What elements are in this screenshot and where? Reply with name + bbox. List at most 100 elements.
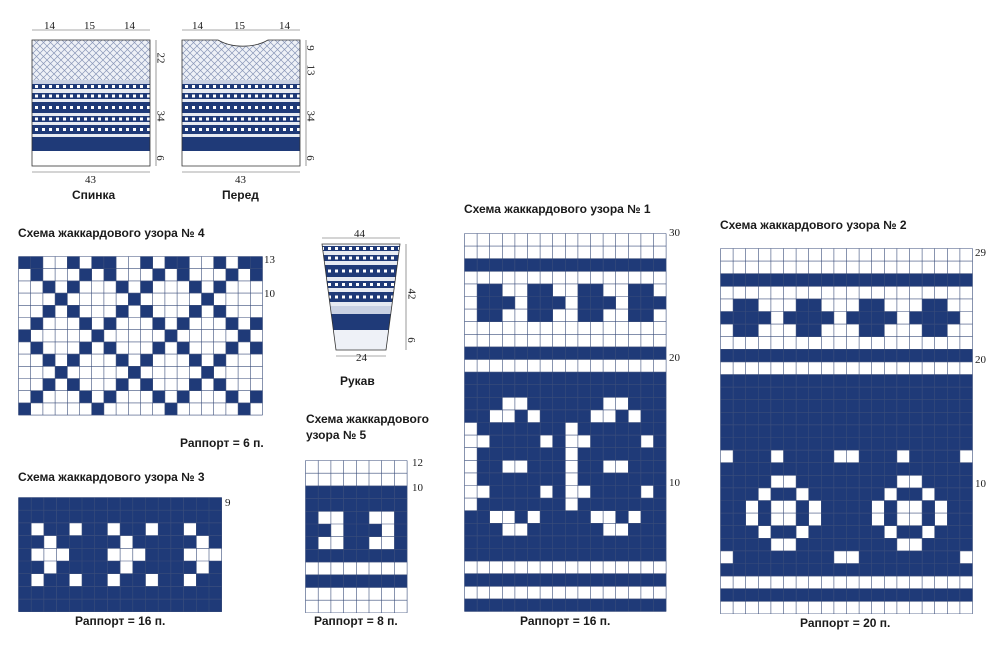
chart5-stitch: [394, 511, 408, 524]
chart2-stitch: [884, 588, 897, 602]
chart1-stitch: [640, 296, 654, 310]
chart5-stitch: [343, 536, 357, 550]
chart1-stitch: [502, 372, 515, 385]
chart2-stitch: [758, 475, 771, 488]
chart2-stitch: [884, 563, 897, 577]
chart2-grid: [720, 248, 973, 615]
chart1-stitch: [477, 460, 490, 473]
chart1-stitch: [489, 283, 503, 297]
chart5-stitch: [343, 574, 357, 588]
chart1-stitch: [628, 447, 641, 461]
chart2-stitch: [770, 563, 784, 577]
chart1-stitch: [628, 422, 641, 436]
chart2-stitch: [808, 525, 822, 539]
chart4-stitch: [238, 402, 251, 416]
chart3-stitch: [43, 586, 57, 600]
chart1-stitch: [477, 523, 490, 536]
chart2-stitch: [745, 550, 759, 564]
chart1-stitch: [464, 258, 478, 272]
chart2-stitch: [796, 273, 809, 287]
chart2-stitch: [959, 500, 973, 514]
pattern-band: [182, 99, 300, 102]
chart5-stitch: [356, 574, 369, 588]
chart1-stitch: [628, 485, 641, 499]
chart3-stitch: [132, 522, 146, 536]
chart1-stitch: [590, 573, 604, 587]
chart1-stitch: [552, 447, 566, 461]
chart2-stitch: [896, 399, 910, 413]
chart2-stitch: [745, 273, 759, 287]
chart1-stitch: [489, 397, 503, 410]
chart3-stitch: [132, 510, 146, 523]
chart4-stitch: [67, 354, 80, 367]
chart5-stitch: [318, 524, 331, 537]
chart1-stitch: [464, 384, 478, 398]
chart2-stitch: [796, 513, 809, 526]
pattern-band: [322, 255, 400, 261]
chart1-stitch: [603, 422, 616, 436]
chart2-stitch: [745, 538, 759, 551]
chart2-stitch: [808, 324, 822, 337]
chart1-stitch: [527, 372, 541, 385]
chart1-stitch: [615, 435, 629, 448]
back-side-dim-3: 6: [153, 155, 166, 161]
chart1-stitch: [653, 409, 667, 423]
chart1-stitch: [565, 384, 578, 398]
chart5-stitch: [381, 498, 395, 512]
chart2-stitch: [808, 298, 822, 312]
chart2-stitch: [770, 273, 784, 287]
chart2-stitch: [934, 273, 948, 287]
chart4-stitch: [177, 317, 190, 330]
pattern-band: [322, 261, 400, 265]
chart1-stitch: [502, 485, 515, 499]
chart1-stitch: [615, 485, 629, 499]
chart2-stitch: [934, 424, 948, 438]
chart1-stitch: [603, 598, 616, 612]
chart2-stitch: [758, 563, 771, 577]
chart1-stitch: [577, 309, 591, 322]
chart2-stitch: [783, 424, 797, 438]
chart2-stitch: [758, 550, 771, 564]
chart3-stitch: [107, 561, 121, 574]
chart4-stitch: [67, 256, 80, 269]
chart2-stitch: [934, 538, 948, 551]
pattern-band: [322, 277, 400, 281]
chart2-stitch: [859, 424, 872, 438]
chart2-stitch: [821, 437, 834, 451]
chart2-stitch: [796, 437, 809, 451]
front-panel-diagram: [178, 18, 318, 178]
sleeve-top-dim: 44: [354, 228, 365, 240]
chart2-title: Схема жаккардового узора № 2: [720, 218, 907, 232]
chart4-stitch: [91, 256, 104, 269]
chart3-stitch: [31, 561, 44, 574]
chart2-stitch: [758, 500, 771, 514]
back-label: Спинка: [72, 188, 116, 202]
chart2-stitch: [884, 462, 897, 476]
chart2-stitch: [783, 563, 797, 577]
chart1-stitch: [640, 422, 654, 436]
chart1-stitch: [477, 397, 490, 410]
chart3-stitch: [43, 522, 57, 536]
chart1-stitch: [514, 535, 528, 549]
chart1-stitch: [577, 573, 591, 587]
chart2-stitch: [796, 550, 809, 564]
chart2-stitch: [959, 437, 973, 451]
chart3-stitch: [69, 561, 82, 574]
chart2-stitch: [871, 475, 885, 488]
chart2-stitch: [947, 550, 960, 564]
pattern-band: [322, 288, 400, 292]
chart1-stitch: [540, 296, 553, 310]
chart3-stitch: [43, 497, 57, 511]
chart1-stitch: [552, 409, 566, 423]
chart1-stitch: [540, 447, 553, 461]
chart1-stitch: [527, 535, 541, 549]
chart2-stitch: [770, 424, 784, 438]
chart1-stitch: [640, 510, 654, 524]
chart2-stitch: [959, 563, 973, 577]
chart2-stitch: [821, 349, 834, 362]
front-label: Перед: [222, 188, 259, 202]
front-side-dim-4: 6: [303, 155, 316, 161]
chart1-stitch: [540, 535, 553, 549]
chart3-stitch: [145, 510, 159, 523]
chart1-stitch: [640, 384, 654, 398]
